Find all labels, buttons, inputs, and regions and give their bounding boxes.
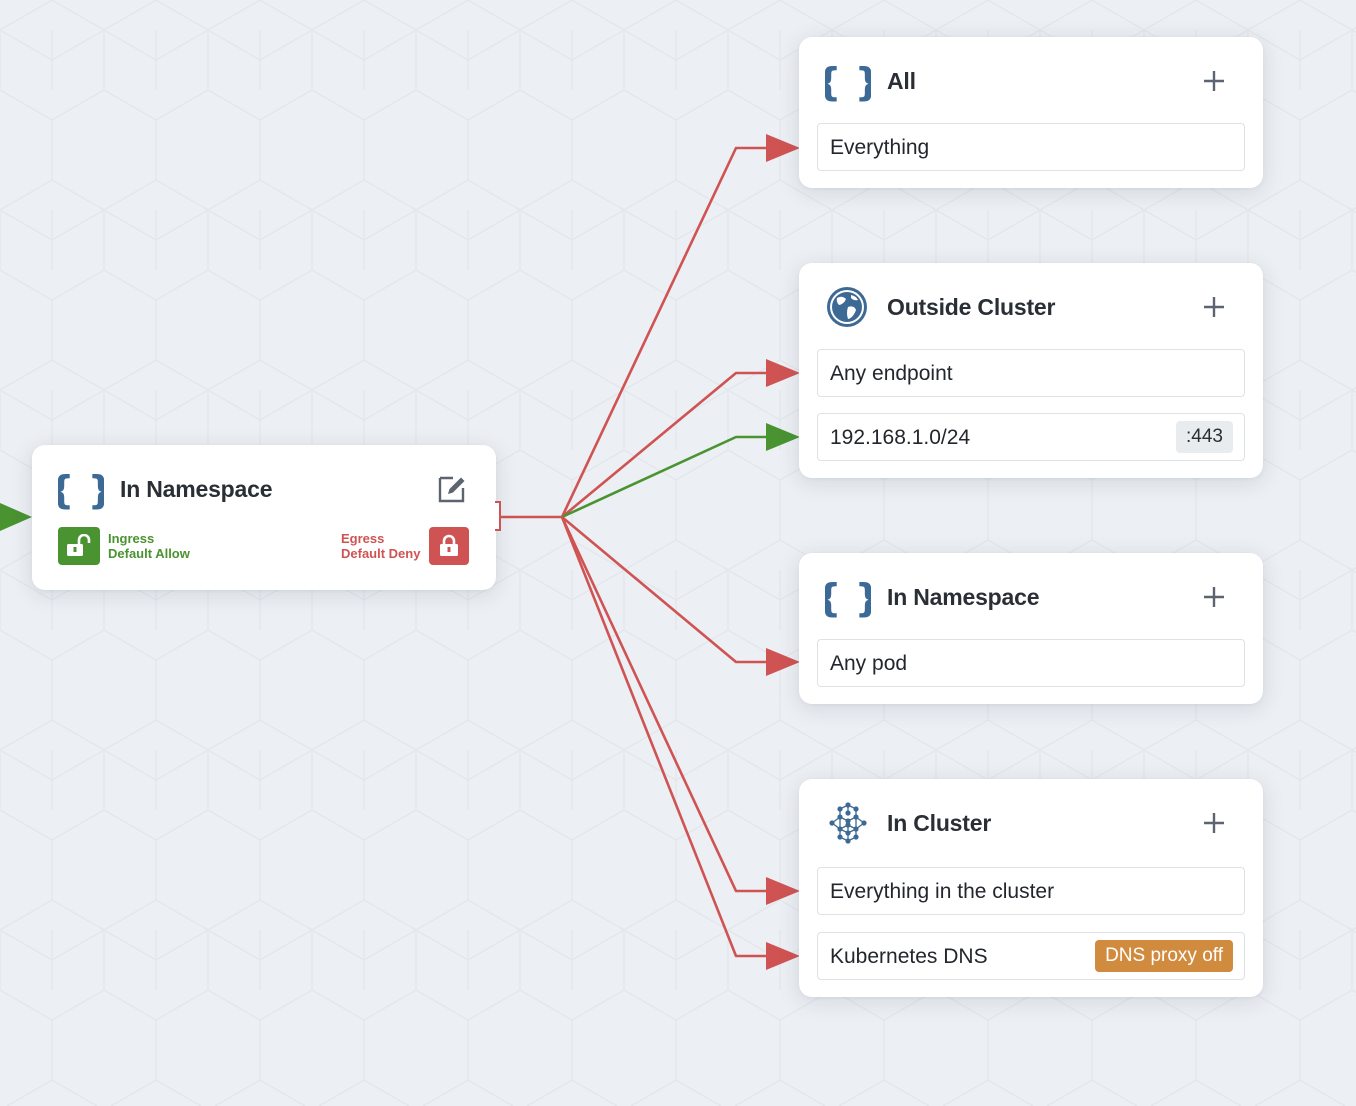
card-title: All xyxy=(887,68,916,94)
edit-icon[interactable] xyxy=(436,473,468,505)
svg-text:{ }: { } xyxy=(825,576,871,619)
svg-text:{ }: { } xyxy=(58,468,104,511)
card-header: { } All xyxy=(825,59,1237,103)
svg-text:{ }: { } xyxy=(825,60,871,103)
egress-label: Egress xyxy=(341,531,385,546)
target-card-outside-cluster: Outside Cluster Any endpoint 192.168.1.0… xyxy=(799,263,1263,478)
card-title: Outside Cluster xyxy=(887,294,1056,320)
braces-icon: { } xyxy=(825,576,871,619)
edge-everything-in-cluster xyxy=(560,516,770,893)
rule-label: Everything xyxy=(830,136,930,159)
card-header: In Cluster xyxy=(825,801,1237,845)
port-badge: :443 xyxy=(1176,421,1233,453)
rule-row[interactable]: Any pod xyxy=(817,639,1245,687)
arrowhead xyxy=(766,877,800,905)
card-title: In Cluster xyxy=(887,810,992,836)
globe-icon xyxy=(827,287,867,327)
ingress-unlock-button[interactable] xyxy=(58,527,100,565)
card-header: Outside Cluster xyxy=(825,285,1237,329)
plus-icon xyxy=(1204,71,1224,91)
arrowhead xyxy=(766,648,800,676)
egress-connector-port xyxy=(495,501,501,531)
rule-row[interactable]: Kubernetes DNS DNS proxy off xyxy=(817,932,1245,980)
arrowhead xyxy=(766,942,800,970)
rule-label: Any pod xyxy=(830,652,908,675)
rule-row[interactable]: Any endpoint xyxy=(817,349,1245,397)
ingress-label: Ingress xyxy=(108,531,155,546)
target-card-in-cluster: In Cluster Everything in the cluster Kub… xyxy=(799,779,1263,997)
edge-cidr xyxy=(561,435,770,519)
add-rule-button[interactable] xyxy=(1195,62,1233,100)
plus-icon xyxy=(1204,297,1224,317)
add-rule-button[interactable] xyxy=(1195,578,1233,616)
target-card-in-namespace: { } In Namespace Any pod xyxy=(799,553,1263,704)
rule-label: Kubernetes DNS xyxy=(830,945,988,968)
target-card-all: { } All Everything xyxy=(799,37,1263,188)
add-rule-button[interactable] xyxy=(1195,804,1233,842)
egress-value: Default Deny xyxy=(341,546,421,561)
lock-icon xyxy=(440,534,458,556)
card-header: { } In Namespace xyxy=(58,467,470,511)
plus-icon xyxy=(1204,813,1224,833)
edge-everything xyxy=(501,146,770,519)
arrowhead xyxy=(766,359,800,387)
egress-lock-button[interactable] xyxy=(429,527,469,565)
braces-icon: { } xyxy=(58,468,104,511)
egress-policy-text: Egress Default Deny xyxy=(341,531,420,561)
card-title: In Namespace xyxy=(887,584,1040,610)
arrowhead xyxy=(766,423,800,451)
cluster-icon xyxy=(829,802,867,844)
arrowhead xyxy=(766,134,800,162)
ingress-policy-text: Ingress Default Allow xyxy=(108,531,190,561)
card-header: { } In Namespace xyxy=(825,575,1237,619)
rule-row[interactable]: 192.168.1.0/24 :443 xyxy=(817,413,1245,461)
add-rule-button[interactable] xyxy=(1195,288,1233,326)
rule-row[interactable]: Everything in the cluster xyxy=(817,867,1245,915)
edge-any-pod xyxy=(561,516,770,664)
ingress-arrow xyxy=(0,503,32,531)
dns-proxy-badge: DNS proxy off xyxy=(1095,940,1233,972)
ingress-value: Default Allow xyxy=(108,546,190,561)
braces-icon: { } xyxy=(825,60,871,103)
plus-icon xyxy=(1204,587,1224,607)
edge-kubernetes-dns xyxy=(560,516,770,958)
rule-label: 192.168.1.0/24 xyxy=(830,426,971,449)
rule-label: Everything in the cluster xyxy=(830,880,1055,903)
card-title: In Namespace xyxy=(120,476,273,502)
rule-row[interactable]: Everything xyxy=(817,123,1245,171)
edge-any-endpoint xyxy=(561,371,770,519)
source-namespace-card[interactable]: { } In Namespace Ingress Default Allow E… xyxy=(32,445,496,590)
rule-label: Any endpoint xyxy=(830,362,953,385)
unlock-icon xyxy=(67,534,91,556)
